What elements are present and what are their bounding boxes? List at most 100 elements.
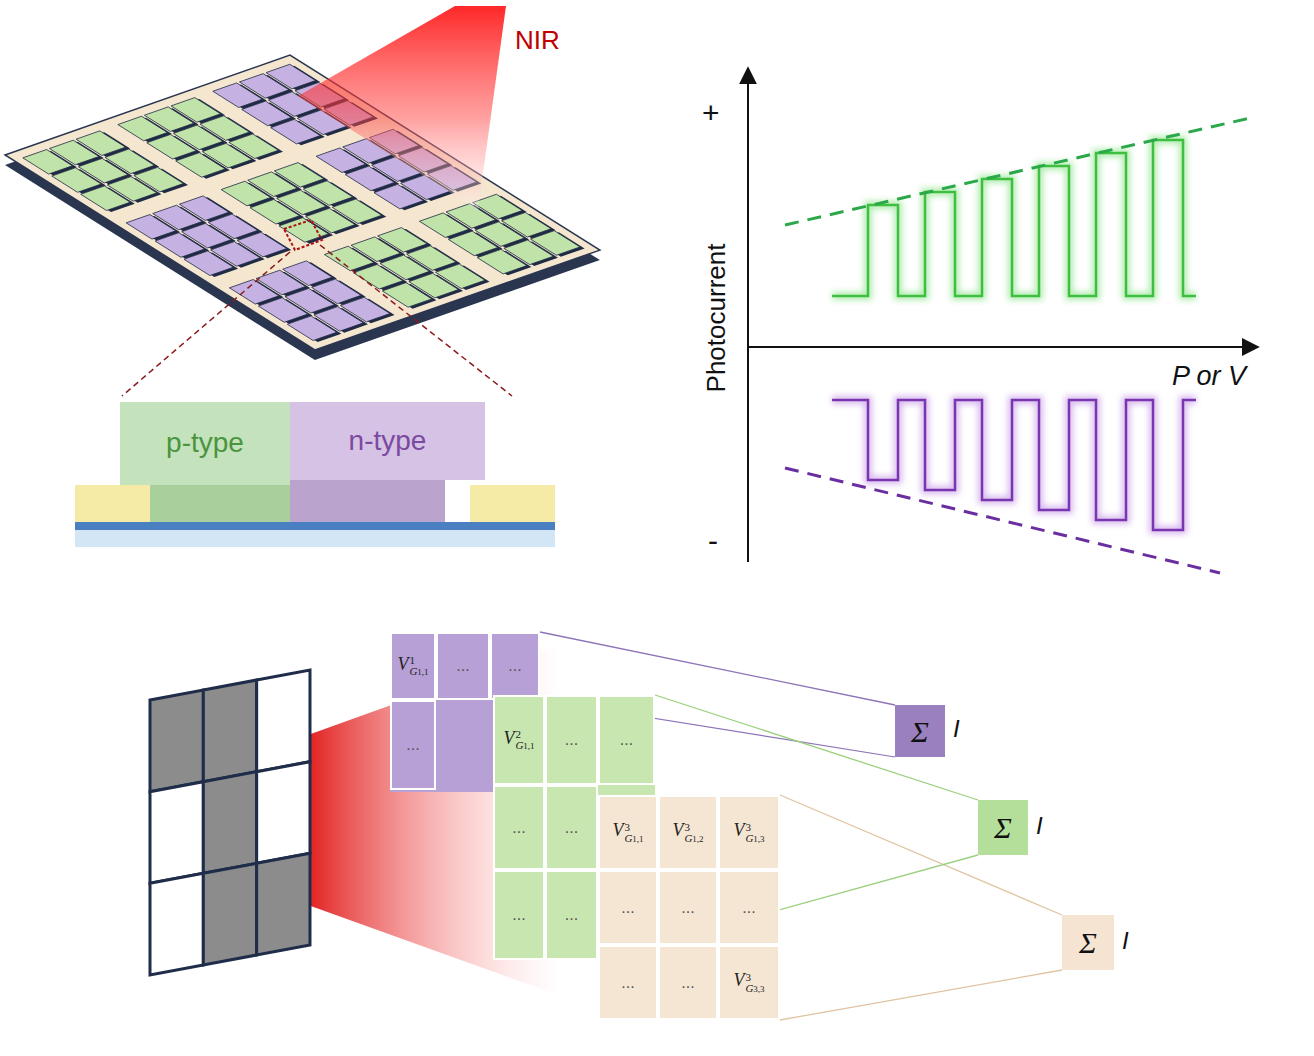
dielectric-layer xyxy=(75,522,555,530)
image-pixel xyxy=(150,782,203,884)
pixel xyxy=(171,98,221,123)
pixel xyxy=(407,246,457,271)
input-image xyxy=(150,670,310,975)
image-pixel xyxy=(150,873,203,975)
projection-line xyxy=(780,795,1062,915)
pixel xyxy=(340,297,390,322)
current-label: I xyxy=(953,716,960,742)
kernel-cell: VG1,23 xyxy=(658,795,718,870)
cell-label: ... xyxy=(681,899,694,917)
kernel-cell: ... xyxy=(718,870,780,945)
current-label: I xyxy=(1036,813,1043,839)
cell-label: ... xyxy=(512,819,525,837)
y-axis xyxy=(747,68,749,562)
pixel xyxy=(530,231,580,256)
pixel xyxy=(134,167,184,192)
projection-line xyxy=(655,695,978,800)
kernel-cell: ... xyxy=(390,700,436,790)
cell-label: ... xyxy=(621,899,634,917)
cell-label: ... xyxy=(512,906,525,924)
pixel xyxy=(312,279,362,304)
array-plate-edge xyxy=(5,65,600,360)
gate-voltage: VG1,23 xyxy=(672,821,703,843)
zoom-marker xyxy=(284,220,322,250)
kernel-cell: VG1,11 xyxy=(390,632,436,700)
wave-glow xyxy=(832,400,1196,530)
pixel xyxy=(283,261,333,286)
cell-label: n-type xyxy=(349,426,427,457)
plate-thickness xyxy=(5,65,600,360)
image-pixel xyxy=(257,853,310,955)
zoom-line xyxy=(122,252,290,396)
pixel xyxy=(274,163,324,188)
kernel-cell: ... xyxy=(598,870,658,945)
projection-line xyxy=(780,970,1062,1020)
cell-label: p-type xyxy=(166,428,244,459)
pixel xyxy=(237,232,287,257)
gate-voltage: VG1,13 xyxy=(612,821,643,843)
electrode xyxy=(470,485,555,522)
kernel-cell: ... xyxy=(436,632,490,700)
current-label: I xyxy=(1122,928,1129,954)
pixel xyxy=(473,194,523,219)
nir-beam xyxy=(308,630,600,1010)
kernel-cell: ... xyxy=(598,695,655,785)
axis-title: Photocurrent xyxy=(702,244,731,393)
trend-line xyxy=(785,468,1220,573)
cell-label: ... xyxy=(406,736,419,754)
kernel-cell: ... xyxy=(545,785,598,870)
substrate xyxy=(75,530,555,547)
pixel xyxy=(502,212,552,237)
nir-beam xyxy=(298,6,506,210)
cell-label: ... xyxy=(681,974,694,992)
photocurrent-negative xyxy=(832,400,1196,530)
zoom-line xyxy=(320,245,512,396)
kernel-cell: VG1,13 xyxy=(598,795,658,870)
kernel-cell: ... xyxy=(598,945,658,1020)
axis-sign: - xyxy=(708,524,718,557)
trend-line xyxy=(785,118,1250,225)
array-plate xyxy=(5,55,600,350)
pixel xyxy=(208,214,258,239)
image-pixel xyxy=(203,863,256,965)
pixel xyxy=(332,199,382,224)
sum-box: ΣI xyxy=(1062,915,1114,970)
gate-voltage: VG3,33 xyxy=(733,971,764,993)
photocurrent-positive xyxy=(832,140,1196,296)
pixel xyxy=(266,64,316,89)
cell-label: ... xyxy=(456,657,469,675)
kernel-cell: ... xyxy=(545,695,598,785)
sensor-array xyxy=(5,55,600,350)
pixel xyxy=(435,264,485,289)
image-pixel xyxy=(257,670,310,772)
p-channel xyxy=(150,484,290,522)
sum-box: ΣI xyxy=(895,705,945,757)
p-type-region: p-type xyxy=(120,402,290,485)
pixel xyxy=(378,228,428,253)
image-pixel xyxy=(257,762,310,864)
image-pixel xyxy=(203,772,256,874)
cell-label: ... xyxy=(565,906,578,924)
cell-label: ... xyxy=(565,819,578,837)
kernel-cell: VG1,12 xyxy=(493,695,545,785)
kernel-cell: VG3,33 xyxy=(718,945,780,1020)
wave-glow xyxy=(832,140,1196,296)
axis-sign: + xyxy=(702,96,720,129)
pixel xyxy=(76,131,126,156)
pixel xyxy=(105,149,155,174)
cell-label: ... xyxy=(565,731,578,749)
beam-label: NIR xyxy=(515,26,560,55)
kernel-cell: ... xyxy=(493,785,545,870)
sum-symbol: Σ xyxy=(911,715,929,748)
gate-voltage: VG1,33 xyxy=(733,821,764,843)
n-channel xyxy=(290,480,445,522)
cell-label: ... xyxy=(742,899,755,917)
pixel xyxy=(179,196,229,221)
cell-label: ... xyxy=(620,731,633,749)
kernel-cell: ... xyxy=(490,632,540,700)
cell-label: ... xyxy=(508,657,521,675)
n-type-region: n-type xyxy=(290,402,485,480)
